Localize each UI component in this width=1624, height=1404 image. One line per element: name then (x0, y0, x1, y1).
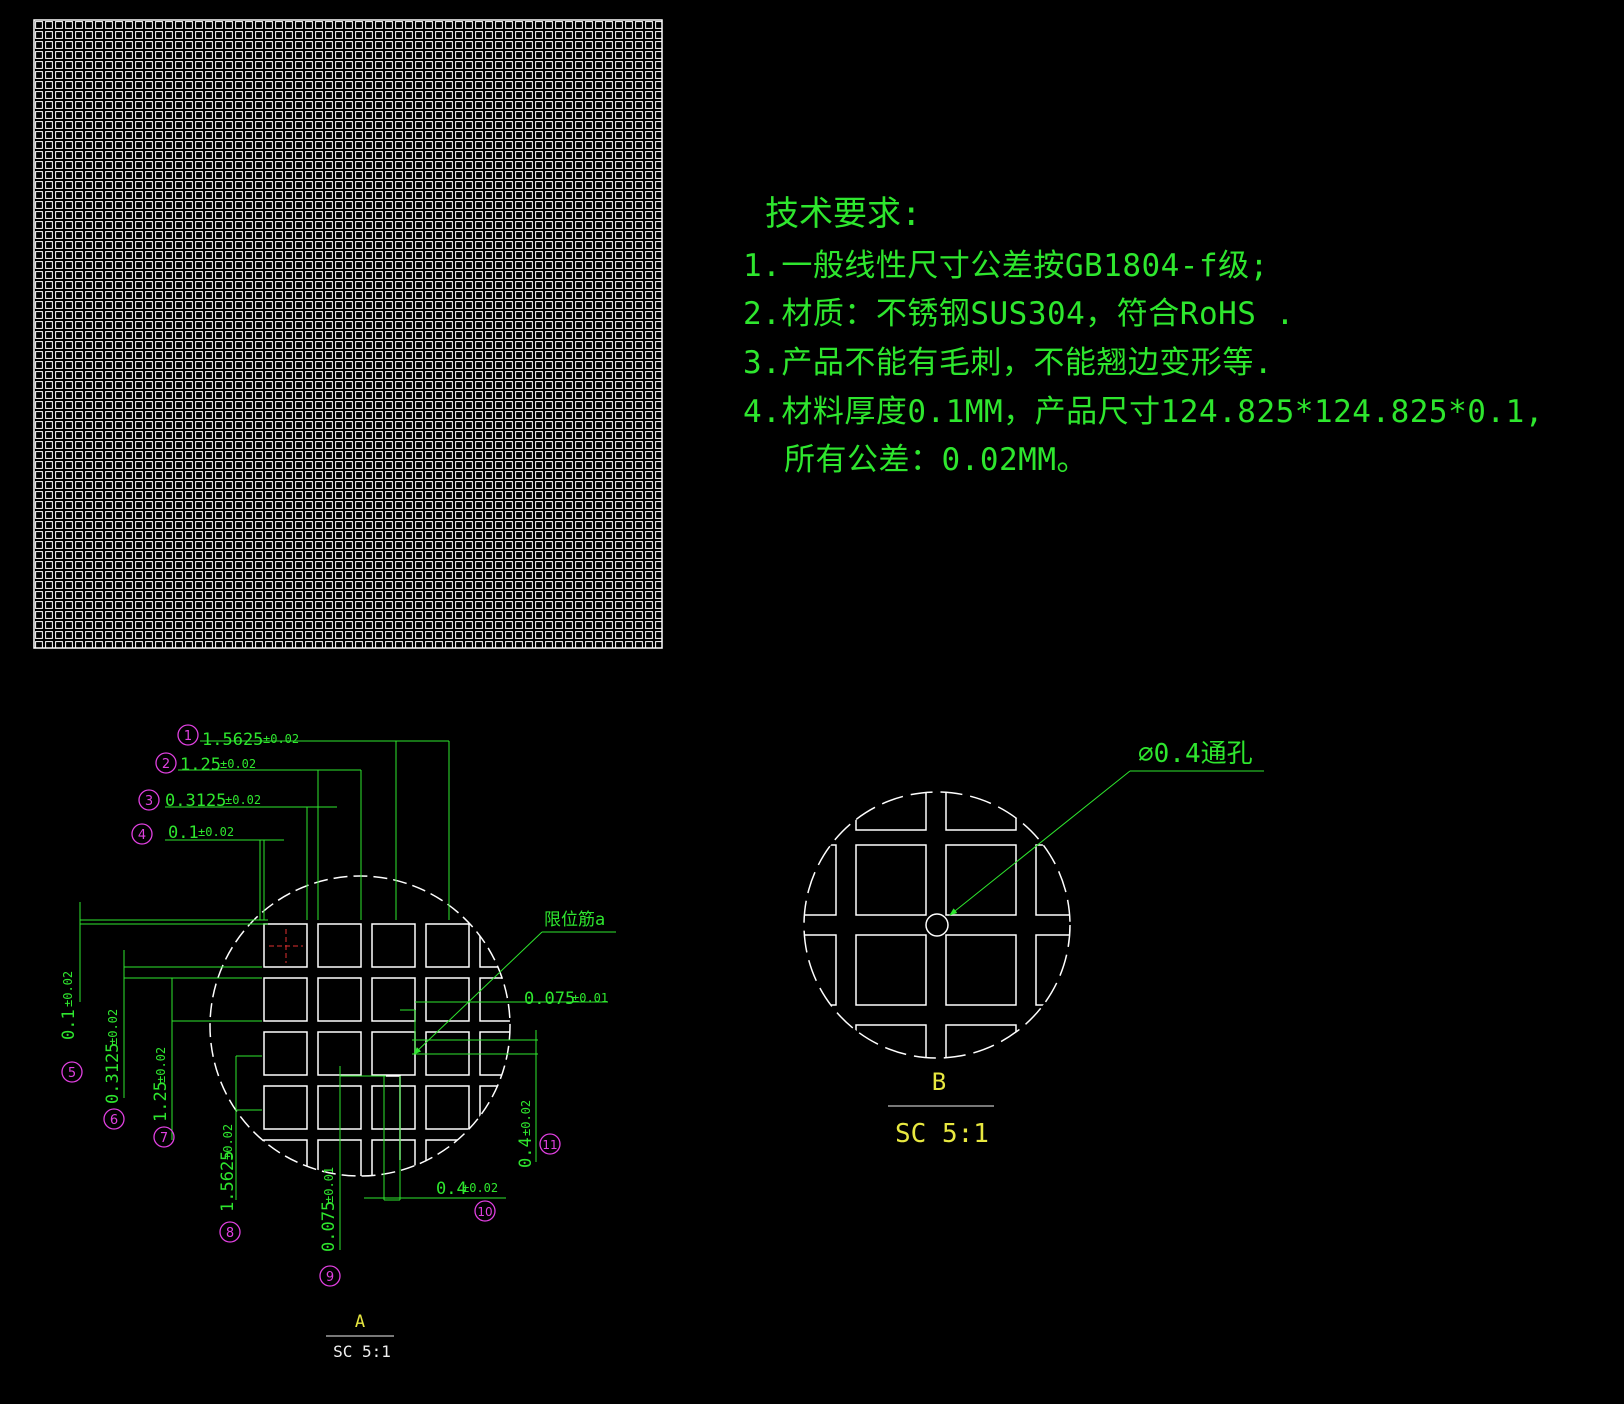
balloon-1 (177, 724, 199, 746)
balloon-2-number: 2 (162, 757, 170, 772)
detail-b-label: B (932, 1068, 946, 1096)
balloon-9-number: 9 (326, 1270, 334, 1285)
tech-requirement-4-cont: 所有公差：0.02MM。 (784, 442, 1088, 478)
dim-3-tol: ±0.02 (225, 793, 261, 807)
detail-a-view (209, 875, 511, 1177)
balloon-9 (319, 1265, 341, 1287)
dim-9-tol: ±0.01 (322, 1167, 336, 1203)
balloon-11-number: 11 (542, 1138, 557, 1152)
dim-1: 1 1.5625 ±0.02 (177, 724, 299, 750)
through-hole (925, 913, 949, 937)
balloon-2 (155, 752, 177, 774)
dim-8-tol: ±0.02 (221, 1124, 235, 1160)
detail-a-label: A (355, 1312, 365, 1332)
dim-2-value: 1.25 (180, 755, 221, 775)
detail-a-dimensions (79, 740, 616, 1250)
tech-requirement-4: 4.材料厚度0.1MM，产品尺寸124.825*124.825*0.1, (743, 394, 1544, 430)
balloon-8 (219, 1221, 241, 1243)
dim-7-tol: ±0.02 (154, 1047, 168, 1083)
balloon-6 (103, 1108, 125, 1130)
dim-11: 11 0.4 ±0.02 (516, 1100, 561, 1168)
dim-11-tol: ±0.02 (519, 1100, 533, 1136)
dim-8-value: 1.5625 (218, 1151, 238, 1212)
balloon-5 (61, 1061, 83, 1083)
balloon-4 (131, 823, 153, 845)
dim-6: 6 0.3125 ±0.02 (103, 1009, 125, 1130)
balloon-5-number: 5 (68, 1066, 76, 1081)
dim-2: 2 1.25 ±0.02 (155, 752, 256, 775)
balloon-7-number: 7 (160, 1131, 168, 1146)
rib-dimension: 0.075 ±0.01 (524, 989, 608, 1009)
detail-b-scale: SC 5:1 (895, 1119, 989, 1149)
dim-1-value: 1.5625 (202, 730, 263, 750)
hole-label: ⌀0.4通孔 (1138, 739, 1253, 769)
dim-10-value: 0.4 (436, 1179, 467, 1199)
tech-requirement-2: 2.材质：不锈钢SUS304，符合RoHS . (743, 296, 1295, 332)
dim-7-value: 1.25 (151, 1081, 171, 1122)
dim-3: 3 0.3125 ±0.02 (138, 789, 261, 811)
dim-5-tol: ±0.02 (61, 971, 75, 1007)
rib-dim-value: 0.075 (524, 989, 575, 1009)
balloon-10-number: 10 (477, 1205, 492, 1219)
dim-4-value: 0.1 (168, 823, 199, 843)
dim-5: 5 0.1 ±0.02 (59, 971, 83, 1083)
dim-10-tol: ±0.02 (462, 1181, 498, 1195)
balloon-3-number: 3 (145, 794, 153, 809)
tech-requirement-3: 3.产品不能有毛刺，不能翘边变形等. (743, 345, 1273, 381)
dim-4-tol: ±0.02 (198, 825, 234, 839)
balloon-3 (138, 789, 160, 811)
balloon-1-number: 1 (184, 729, 192, 744)
dim-10: 10 0.4 ±0.02 (436, 1179, 498, 1222)
rib-label: 限位筋a (544, 910, 605, 930)
dim-6-value: 0.3125 (103, 1043, 123, 1104)
tech-requirement-1: 1.一般线性尺寸公差按GB1804-f级; (743, 248, 1269, 284)
tech-requirements-title: 技术要求: (765, 194, 922, 234)
dim-8: 8 1.5625 ±0.02 (218, 1124, 241, 1243)
mesh-panel (33, 19, 663, 649)
dim-11-value: 0.4 (516, 1137, 536, 1168)
balloon-8-number: 8 (226, 1226, 234, 1241)
dim-7: 7 1.25 ±0.02 (151, 1047, 175, 1148)
balloon-4-number: 4 (138, 828, 146, 843)
balloon-11 (539, 1133, 561, 1155)
rib-dim-tol: ±0.01 (572, 991, 608, 1005)
detail-a-scale: SC 5:1 (333, 1342, 391, 1361)
balloon-6-number: 6 (110, 1113, 118, 1128)
dim-9-value: 0.075 (319, 1201, 339, 1252)
dim-6-tol: ±0.02 (106, 1009, 120, 1045)
detail-b-view: ⌀0.4通孔 B SC 5:1 (803, 739, 1264, 1149)
dim-5-value: 0.1 (59, 1009, 79, 1040)
balloon-7 (153, 1126, 175, 1148)
dim-4: 4 0.1 ±0.02 (131, 823, 234, 845)
dim-3-value: 0.3125 (165, 791, 226, 811)
balloon-10 (474, 1200, 496, 1222)
dim-2-tol: ±0.02 (220, 757, 256, 771)
dim-1-tol: ±0.02 (263, 732, 299, 746)
dim-9: 9 0.075 ±0.01 (319, 1167, 341, 1287)
detail-a-dim-texts: 1 1.5625 ±0.02 2 1.25 ±0.02 3 0.3125 ±0.… (59, 724, 608, 1361)
